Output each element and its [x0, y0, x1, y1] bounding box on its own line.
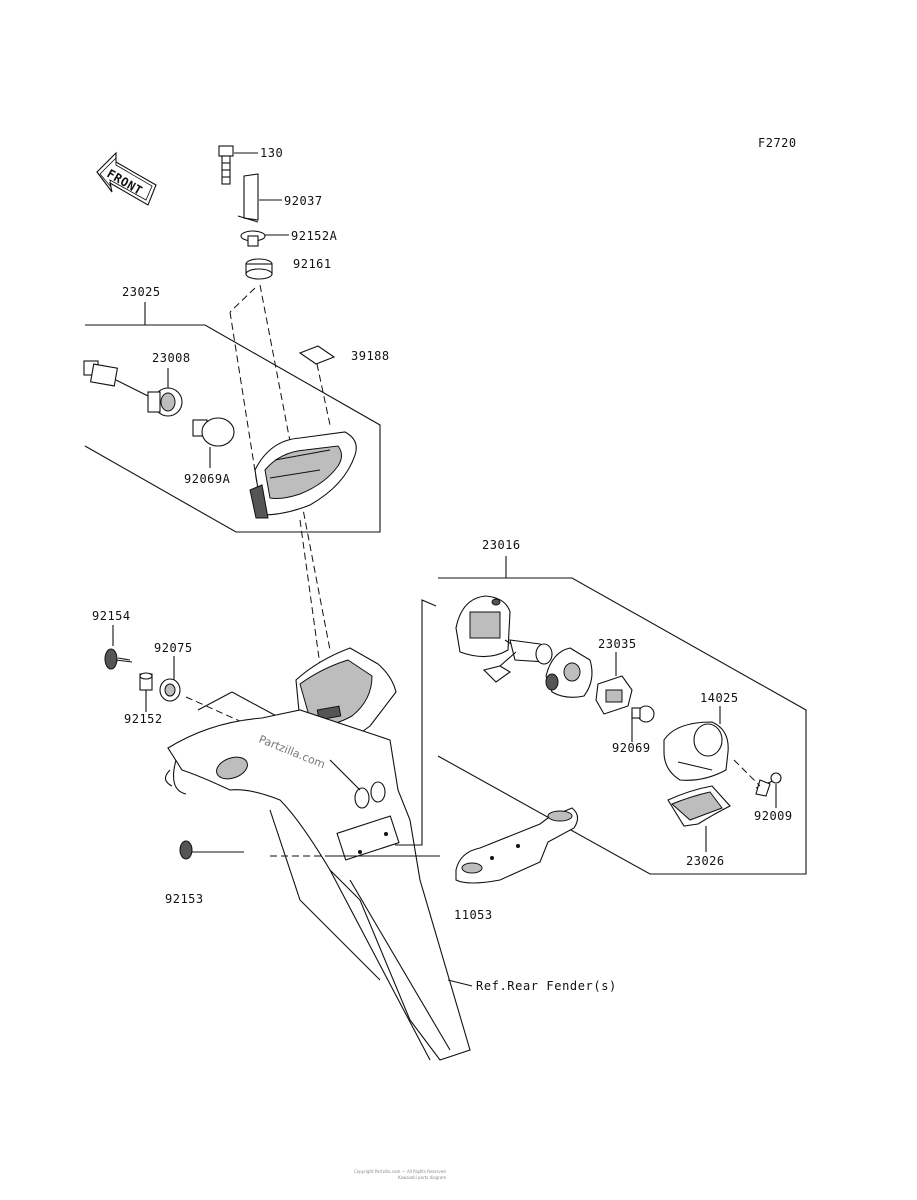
- screw-92009-icon: [755, 772, 782, 797]
- part-label-92152: 92152: [124, 712, 163, 726]
- label-39188-icon: [298, 345, 336, 365]
- part-label-92069A: 92069A: [184, 472, 231, 486]
- part-label-23025: 23025: [122, 285, 161, 299]
- grommet-92075-icon: [159, 678, 181, 702]
- part-label-92152A: 92152A: [291, 229, 338, 243]
- front-arrow-icon: FRONT: [96, 151, 157, 206]
- socket-23016-icon: [545, 647, 593, 698]
- part-label-92037: 92037: [284, 194, 323, 208]
- assembly-outline-23016: [437, 577, 807, 875]
- part-label-130: 130: [260, 146, 283, 160]
- reference-note: Ref.Rear Fender(s): [476, 979, 617, 993]
- bulb-92069A-icon: [192, 417, 235, 447]
- tail-light-housing-icon: [249, 431, 357, 519]
- figure-id: F2720: [758, 136, 797, 150]
- grommet-92161-icon: [245, 258, 273, 280]
- part-label-23016: 23016: [482, 538, 521, 552]
- collar-92152-icon: [139, 672, 153, 691]
- part-label-11053: 11053: [454, 908, 493, 922]
- part-label-92154: 92154: [92, 609, 131, 623]
- part-label-23008: 23008: [152, 351, 191, 365]
- part-label-39188: 39188: [351, 349, 390, 363]
- assembly-outline-23025: [84, 324, 381, 533]
- part-label-23026: 23026: [686, 854, 725, 868]
- bolt-130-icon: [218, 145, 234, 185]
- part-label-92069: 92069: [612, 741, 651, 755]
- cover-14025-icon: [663, 721, 729, 781]
- part-label-14025: 14025: [700, 691, 739, 705]
- washer-92152A-icon: [240, 230, 266, 247]
- screw-92153-icon: [179, 840, 210, 860]
- bulb-92069-icon: [631, 705, 655, 723]
- license-bracket-11053-icon: [455, 807, 579, 884]
- footer-copyright: Copyright Partzilla.com — All Rights Res…: [354, 1169, 446, 1174]
- footer-note: Kawasaki parts diagram: [398, 1175, 446, 1180]
- part-label-92153: 92153: [165, 892, 204, 906]
- license-light-body-icon: [455, 595, 553, 683]
- part-label-92009: 92009: [754, 809, 793, 823]
- connector-23035-icon: [595, 675, 633, 715]
- part-label-92075: 92075: [154, 641, 193, 655]
- socket-23008-icon: [83, 360, 183, 417]
- lens-23026-icon: [667, 785, 731, 827]
- screw-92154-icon: [104, 648, 133, 670]
- part-label-23035: 23035: [598, 637, 637, 651]
- collar-92037-icon: [237, 173, 259, 223]
- part-label-92161: 92161: [293, 257, 332, 271]
- fender-bracket-icon: [164, 647, 471, 1061]
